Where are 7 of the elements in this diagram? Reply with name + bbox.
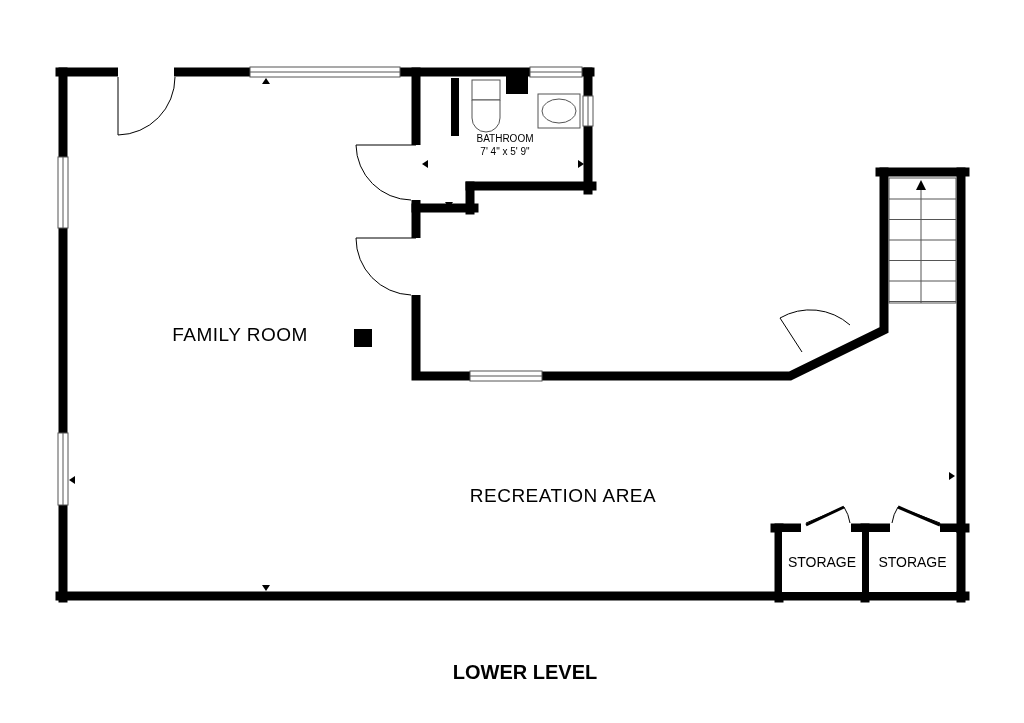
room-label: BATHROOM: [476, 132, 534, 145]
room-label: FAMILY ROOM: [172, 322, 308, 347]
room-label: RECREATION AREA: [469, 483, 657, 508]
room-label: STORAGE: [787, 552, 857, 572]
room-dimensions: 7' 4" x 5' 9": [480, 145, 530, 158]
room-label: STORAGE: [878, 552, 947, 572]
floor-title: LOWER LEVEL: [452, 660, 598, 685]
